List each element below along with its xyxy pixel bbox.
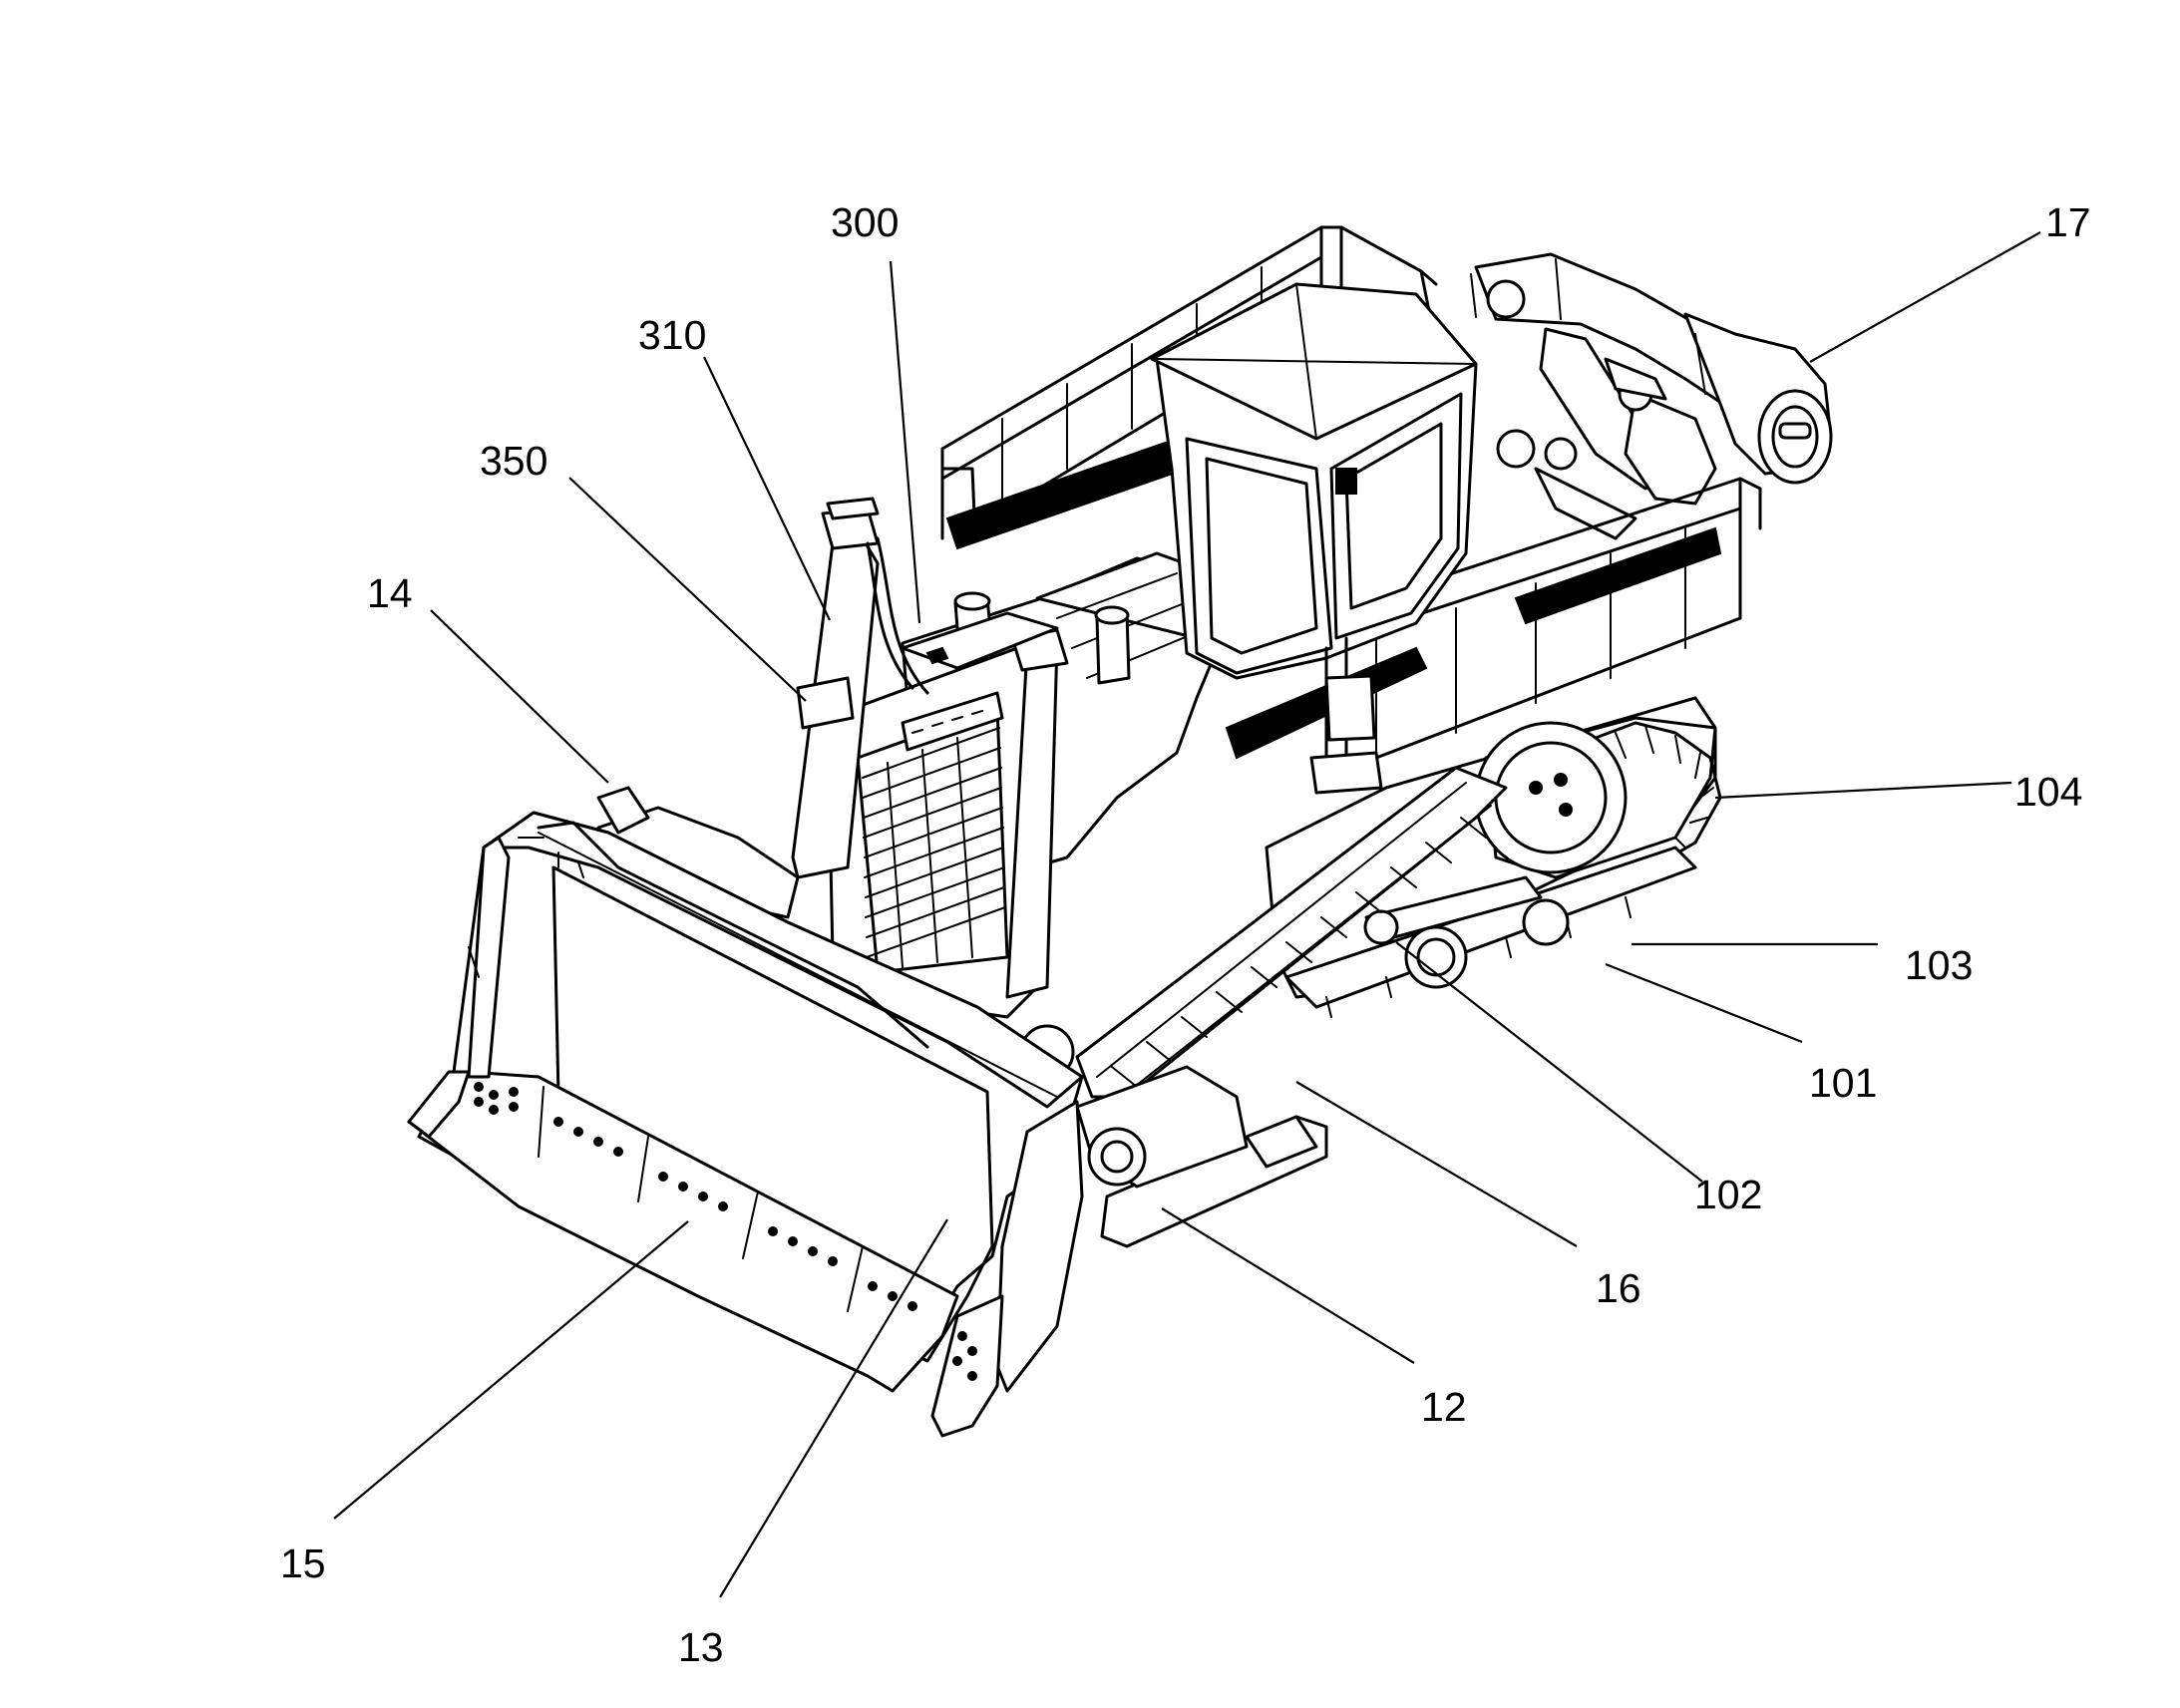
leader-310 xyxy=(703,356,831,621)
leader-16 xyxy=(1295,1081,1578,1247)
leader-15 xyxy=(333,1220,689,1520)
radiator-grille xyxy=(826,646,1049,1019)
push-arm xyxy=(596,806,1249,1189)
reference-numerals: 300 310 350 14 17 104 103 101 102 16 12 … xyxy=(280,199,2091,1670)
ref-102: 102 xyxy=(1694,1172,1762,1217)
operator-cab xyxy=(1150,282,1478,795)
leader-104 xyxy=(1714,781,2012,800)
ref-350: 350 xyxy=(480,438,547,484)
blade xyxy=(407,786,1084,1438)
leader-101 xyxy=(1605,962,1803,1044)
ref-13: 13 xyxy=(678,1624,724,1670)
ref-12: 12 xyxy=(1421,1384,1467,1430)
ref-310: 310 xyxy=(638,312,706,358)
ref-300: 300 xyxy=(831,199,899,245)
leader-lines xyxy=(333,231,2041,1598)
leader-102 xyxy=(1395,941,1703,1183)
left-track-shoes xyxy=(1075,766,1508,1099)
ref-15: 15 xyxy=(280,1540,326,1586)
ref-14: 14 xyxy=(367,570,413,616)
leader-14 xyxy=(430,609,609,784)
ref-16: 16 xyxy=(1596,1265,1641,1311)
leader-12 xyxy=(1161,1207,1415,1364)
leader-350 xyxy=(568,477,807,702)
cutting-edge-bolts xyxy=(474,1082,917,1311)
leader-13 xyxy=(719,1218,948,1598)
ref-103: 103 xyxy=(1905,942,1973,988)
rear-ripper-assembly xyxy=(1470,252,1833,540)
leader-300 xyxy=(889,260,921,624)
ref-104: 104 xyxy=(2014,769,2082,815)
ref-101: 101 xyxy=(1809,1060,1877,1106)
ref-17: 17 xyxy=(2045,199,2091,245)
leader-17 xyxy=(1809,231,2041,363)
right-track-assembly xyxy=(1100,696,1722,1248)
exhaust-and-lift-cylinders xyxy=(791,497,1131,999)
